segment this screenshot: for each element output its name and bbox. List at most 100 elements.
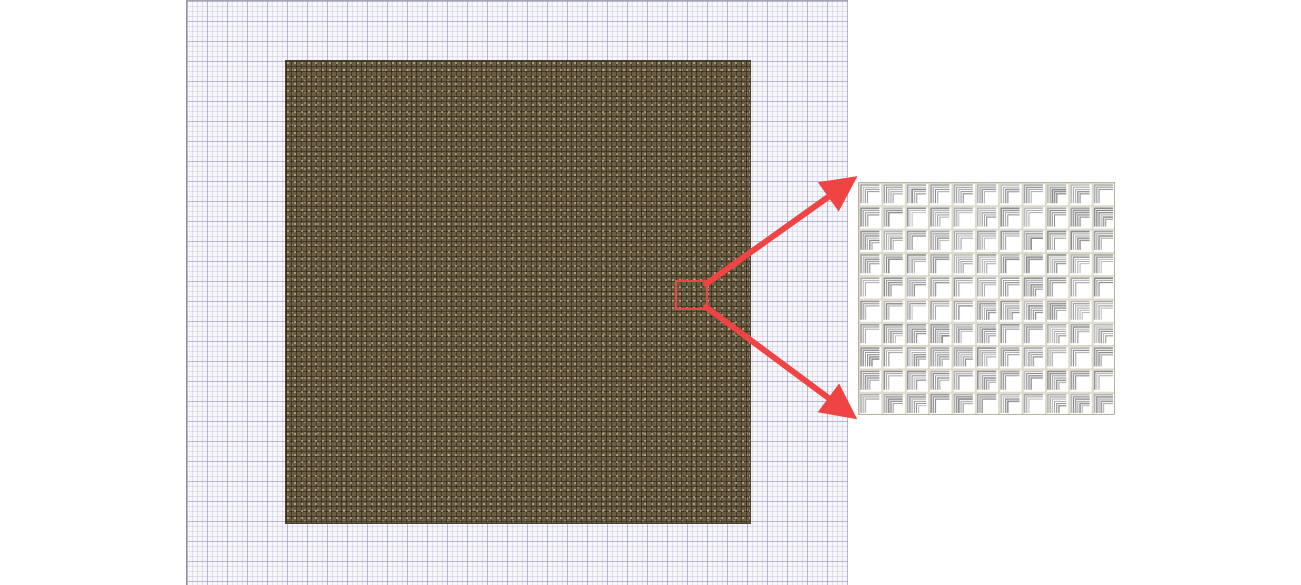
- inset-cell: [1069, 369, 1093, 393]
- inset-cell: [952, 183, 976, 207]
- inset-cell: [975, 183, 1000, 207]
- inset-cell: [1069, 392, 1093, 414]
- inset-cell: [929, 206, 953, 230]
- inset-cell: [1022, 392, 1046, 414]
- inset-cell: [882, 299, 906, 323]
- inset-cell: [1092, 206, 1114, 230]
- inset-cell: [999, 276, 1023, 300]
- inset-cell: [975, 346, 1000, 370]
- inset-cell: [905, 206, 929, 230]
- inset-cell: [999, 322, 1023, 347]
- inset-cell: [952, 253, 976, 277]
- inset-cell: [1046, 346, 1070, 370]
- inset-cell: [952, 322, 976, 347]
- inset-cell: [905, 369, 929, 393]
- inset-cell: [999, 346, 1023, 370]
- inset-cell: [1046, 276, 1070, 300]
- inset-cell: [975, 299, 1000, 323]
- inset-cell: [905, 392, 929, 414]
- inset-cell: [929, 346, 953, 370]
- inset-cell: [1022, 346, 1046, 370]
- inset-cell: [999, 392, 1023, 414]
- inset-cell: [975, 392, 1000, 414]
- inset-cell: [882, 253, 906, 277]
- inset-cell: [1092, 229, 1114, 253]
- inset-cell: [1022, 369, 1046, 393]
- inset-cell: [882, 369, 906, 393]
- inset-cell: [882, 322, 906, 347]
- inset-cell: [1069, 346, 1093, 370]
- inset-cell: [1069, 206, 1093, 230]
- inset-cell: [1022, 299, 1046, 323]
- inset-cell: [1092, 346, 1114, 370]
- inset-cell: [1092, 253, 1114, 277]
- inset-cell: [1022, 183, 1046, 207]
- inset-cell: [999, 206, 1023, 230]
- inset-cell: [859, 229, 883, 253]
- inset-cell: [952, 369, 976, 393]
- inset-cell: [1046, 253, 1070, 277]
- inset-cell: [1046, 369, 1070, 393]
- inset-cell: [975, 369, 1000, 393]
- zoom-inset-pattern: [859, 183, 1114, 414]
- inset-cell: [1046, 183, 1070, 207]
- inset-cell: [905, 253, 929, 277]
- inset-cell: [952, 276, 976, 300]
- inset-cell: [999, 299, 1023, 323]
- inset-cell: [929, 299, 953, 323]
- inset-cell: [905, 346, 929, 370]
- inset-cell: [1092, 299, 1114, 323]
- inset-cell: [1069, 183, 1093, 207]
- inset-cell: [999, 229, 1023, 253]
- inset-cell: [859, 392, 883, 414]
- zoom-inset: [858, 182, 1115, 415]
- inset-cell: [859, 322, 883, 347]
- inset-cell: [1069, 253, 1093, 277]
- inset-cell: [1022, 253, 1046, 277]
- inset-cell: [882, 183, 906, 207]
- inset-cell: [1069, 229, 1093, 253]
- inset-cell: [929, 276, 953, 300]
- inset-cell: [859, 346, 883, 370]
- inset-cell: [859, 276, 883, 300]
- inset-cell: [1069, 322, 1093, 347]
- inset-cell: [999, 183, 1023, 207]
- inset-cell: [1022, 276, 1046, 300]
- inset-cell: [1046, 229, 1070, 253]
- inset-cell: [1022, 206, 1046, 230]
- inset-cell: [859, 206, 883, 230]
- inset-cell: [1046, 206, 1070, 230]
- inset-cell: [952, 299, 976, 323]
- inset-cell: [882, 392, 906, 414]
- inset-cell: [882, 276, 906, 300]
- inset-cell: [1092, 276, 1114, 300]
- inset-cell: [975, 253, 1000, 277]
- inset-cell: [952, 346, 976, 370]
- inset-cell: [999, 253, 1023, 277]
- inset-cell: [859, 253, 883, 277]
- inset-cell: [975, 206, 1000, 230]
- inset-cell: [905, 322, 929, 347]
- inset-cell: [1046, 299, 1070, 323]
- inset-cell: [929, 253, 953, 277]
- inset-cell: [905, 229, 929, 253]
- inset-cell: [1022, 322, 1046, 347]
- inset-cell: [929, 229, 953, 253]
- inset-cell: [1092, 322, 1114, 347]
- inset-cell: [859, 299, 883, 323]
- inset-cell: [905, 276, 929, 300]
- inset-cell: [859, 369, 883, 393]
- inset-cell: [1046, 392, 1070, 414]
- inset-cell: [859, 183, 883, 207]
- inset-cell: [929, 183, 953, 207]
- inset-cell: [999, 369, 1023, 393]
- inset-cell: [905, 299, 929, 323]
- inset-cell: [882, 206, 906, 230]
- inset-cell: [905, 183, 929, 207]
- inset-cell: [952, 229, 976, 253]
- inset-cell: [975, 229, 1000, 253]
- inset-cell: [952, 392, 976, 414]
- inset-cell: [1092, 183, 1114, 207]
- inset-cell: [1092, 369, 1114, 393]
- inset-cell: [1069, 276, 1093, 300]
